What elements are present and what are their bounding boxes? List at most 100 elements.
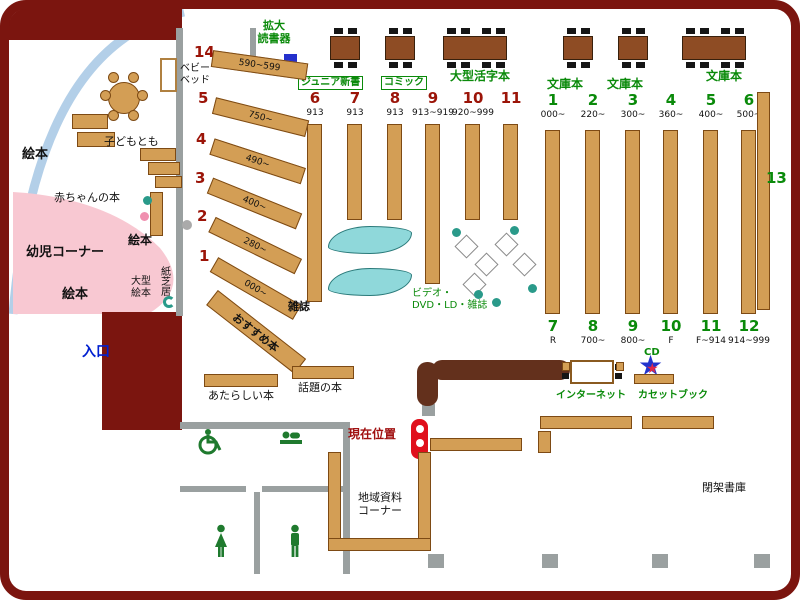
reading-table	[330, 28, 360, 68]
video-label: ビデオ・ DVD・LD・雑誌	[412, 288, 487, 311]
magnifier-line1: 拡大	[263, 19, 285, 32]
service-counter-end	[417, 362, 438, 406]
section-label-junior: ジュニア新書	[298, 76, 364, 90]
internet-table	[562, 360, 622, 384]
reading-table	[563, 28, 593, 68]
stack-range: F~914	[696, 336, 726, 346]
kids-round-table	[108, 82, 140, 114]
stack-range: 920~999	[452, 108, 494, 118]
current-location-marker	[411, 419, 428, 459]
low-shelf	[538, 431, 551, 453]
local-materials-shelf	[418, 452, 431, 550]
current-location-label: 現在位置	[348, 427, 397, 441]
local-materials-shelf	[328, 452, 341, 550]
stack-shelf-g6	[741, 130, 756, 314]
internet-label: インターネット	[556, 390, 626, 401]
stack-range: 700~	[580, 336, 606, 346]
big-ehon-line1: 大型	[131, 276, 151, 287]
kids-chair	[108, 110, 119, 121]
stack-range: F	[668, 336, 674, 346]
big-ehon-line2: 絵本	[131, 287, 151, 299]
stack-shelf-8	[387, 124, 402, 220]
fan-shelf-range: 750~	[247, 109, 274, 125]
pillar	[754, 554, 770, 568]
stack-shelf-10	[465, 124, 480, 220]
kids-shelf	[77, 132, 115, 147]
stack-number: 10	[462, 89, 484, 107]
baby-bed-line1: ベビー	[180, 63, 210, 74]
stack-number: 9	[627, 317, 639, 335]
restroom-top-wall	[180, 422, 350, 429]
video-line2: DVD・LD・雑誌	[412, 299, 488, 311]
pillar	[652, 554, 668, 568]
stack-number: 7	[349, 89, 361, 107]
closed-stacks-label: 閉架書庫	[702, 481, 746, 494]
pillar	[428, 554, 444, 568]
local-materials-label: 地域資料 コーナー	[344, 491, 416, 517]
stack-shelf-13	[757, 92, 770, 310]
entrance-label: 入口	[82, 344, 110, 360]
stool-icon	[452, 228, 461, 237]
stool-icon	[143, 196, 152, 205]
fan-shelf-number: 5	[198, 89, 209, 107]
chair-c-icon	[163, 296, 175, 308]
stack-shelf-g2	[585, 130, 600, 314]
kids-chair	[100, 90, 111, 101]
stack-range: 500~	[736, 110, 762, 120]
stool-icon	[492, 298, 501, 307]
stack-number: 6	[309, 89, 321, 107]
stack-number: 11	[500, 89, 522, 107]
stack-shelf-g1	[545, 130, 560, 314]
restroom-divider-wall	[254, 492, 260, 574]
reading-table	[618, 28, 648, 68]
restroom-right-wall	[343, 422, 350, 574]
wheelchair-icon	[198, 429, 222, 455]
magnifier-line2: 読書器	[257, 31, 291, 45]
baby-bed-line2: ベッド	[180, 74, 210, 86]
new-books-label: あたらしい本	[208, 389, 274, 402]
stool-icon	[528, 284, 537, 293]
ehon-label: 絵本	[128, 233, 153, 247]
low-shelf	[540, 416, 632, 429]
stack-shelf-7	[347, 124, 362, 220]
reading-table-double	[682, 28, 746, 68]
stack-shelf-g4	[663, 130, 678, 314]
stack-number: 12	[738, 317, 760, 335]
fan-shelf-number: 2	[197, 207, 208, 225]
low-shelf	[430, 438, 522, 451]
new-books-shelf	[204, 374, 278, 387]
stack-range: 913	[346, 108, 364, 118]
fan-shelf-number: 14	[194, 43, 215, 61]
ehon-label: 絵本	[22, 147, 49, 162]
baby-bed	[160, 58, 177, 92]
magnifier-label: 拡大 読書器	[248, 19, 300, 45]
kids-chair	[137, 90, 148, 101]
stack-number: 3	[627, 91, 639, 109]
local-materials-shelf	[328, 538, 431, 551]
stack-number: 2	[587, 91, 599, 109]
kids-chair	[128, 72, 139, 83]
fan-shelf-range: 490~	[244, 152, 271, 170]
local-line1: 地域資料	[358, 491, 402, 504]
kids-step-shelf	[148, 162, 180, 175]
section-label-comic: コミック	[381, 76, 427, 90]
fan-shelf-number: 4	[196, 130, 207, 148]
stack-range: 300~	[620, 110, 646, 120]
internet-side-shelf	[616, 362, 624, 371]
stack-range: 914~999	[728, 336, 770, 346]
section-label-bunko: 文庫本	[547, 77, 584, 91]
baby-bed-label: ベビー ベッド	[180, 63, 210, 86]
video-line1: ビデオ・	[412, 288, 452, 299]
top-left-wall-block	[8, 8, 182, 40]
stack-range: 000~	[540, 110, 566, 120]
magazines-label: 雑誌	[288, 300, 310, 313]
kids-chair	[108, 72, 119, 83]
fan-shelf-range: 590~599	[238, 57, 281, 74]
kids-chair	[128, 110, 139, 121]
section-label-large-print: 大型活字本	[450, 69, 511, 83]
stack-range: 220~	[580, 110, 606, 120]
stack-number-13: 13	[766, 169, 787, 187]
stack-number: 8	[389, 89, 401, 107]
infant-corner-area	[13, 192, 174, 314]
stack-number: 9	[427, 89, 439, 107]
